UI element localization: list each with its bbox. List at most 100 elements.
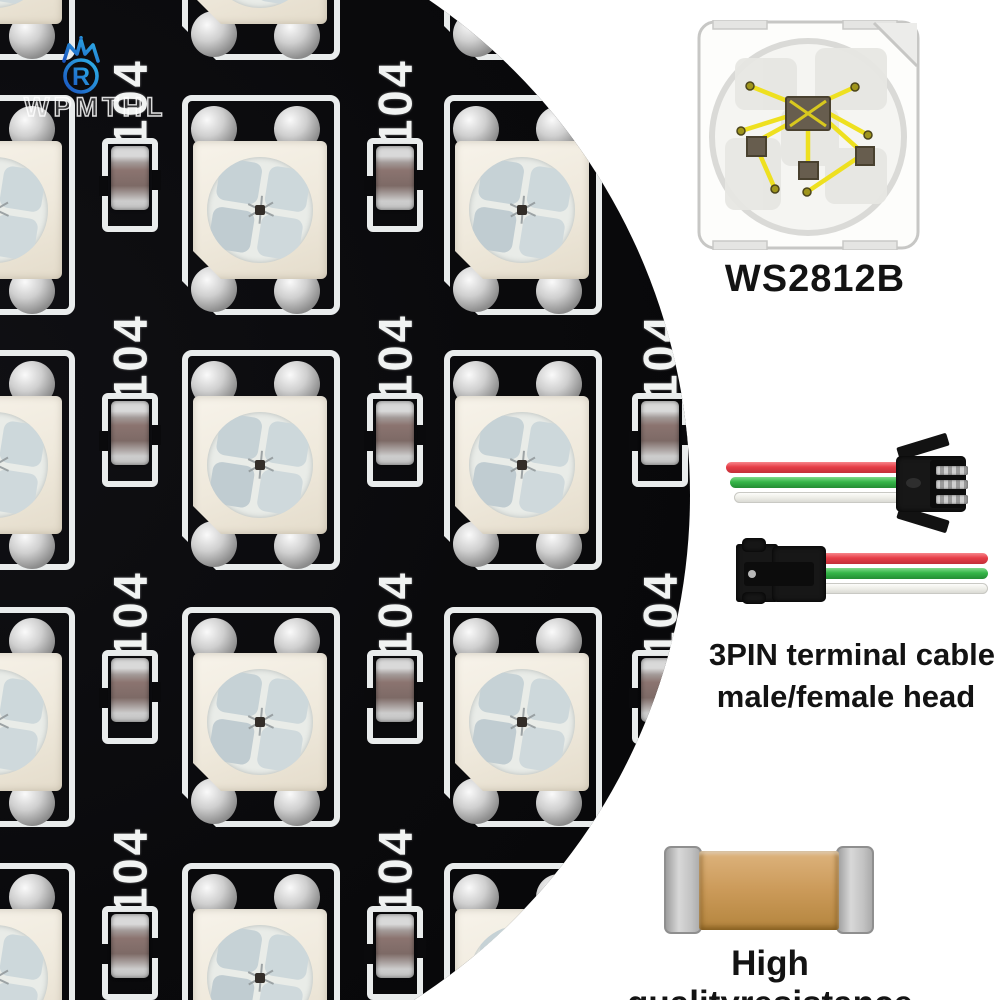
ws2812b-chip-drawing [697,19,920,251]
led-module [170,858,350,1000]
led-chip [255,205,265,215]
led-silkscreen-outline [444,350,602,570]
led-module [170,90,350,330]
led-lens [207,412,313,518]
led-silkscreen-outline [444,863,602,1000]
svg-text:R: R [72,63,90,91]
smd-capacitor [376,146,414,210]
cable-caption-line2: male/female head [716,679,976,714]
led-module [0,345,85,585]
smd-value-label: 104 [368,570,422,658]
connector-pin [936,495,968,504]
wire-green [818,568,988,579]
led-module [432,858,612,1000]
smd-resistor-cell: 104 [610,305,690,505]
led-lens [469,669,575,775]
led-chip [255,460,265,470]
connector-pin [936,466,968,475]
led-silkscreen-outline [444,95,602,315]
ws2812b-chip-figure [697,19,920,255]
pcb-layer: 1041041041041041041041041041041041041041… [0,0,690,1000]
cable-caption-line1: 3PIN terminal cable [708,637,995,672]
led-lens [469,0,575,8]
led-lens [207,0,313,8]
smd-value-label: 104 [633,58,687,146]
led-module [0,602,85,842]
led-chip [255,717,265,727]
led-chip [517,205,527,215]
smd-capacitor [111,146,149,210]
male-connector-detail [906,478,921,488]
smd-capacitor [376,914,414,978]
led-lens [0,0,48,8]
chip-label: WS2812B [724,258,906,300]
led-lens [469,157,575,263]
smd-resistor-cell: 104 [80,50,180,250]
wire-white [820,583,988,594]
led-silkscreen-outline [0,863,75,1000]
smd-capacitor [111,914,149,978]
smd-value-label: 104 [633,570,687,658]
smd-value-label: 104 [103,826,157,914]
led-module [170,345,350,585]
smd-value-label: 104 [103,570,157,658]
wire-red [815,553,988,564]
led-silkscreen-outline [182,607,340,827]
led-module [432,345,612,585]
smd-resistor-cell: 104 [345,305,445,505]
smd-value-label: 104 [368,826,422,914]
wire-white [734,492,902,503]
led-module [0,90,85,330]
led-chip [517,460,527,470]
smd-capacitor [641,146,679,210]
led-chip [517,973,527,983]
brand-logo-icon: R [62,36,100,94]
led-lens [207,925,313,1000]
smd-resistor-cell: 104 [345,818,445,1000]
wire-red [726,462,902,473]
smd-resistor-cell: 104 [80,818,180,1000]
smd-resistor-cell: 104 [610,50,690,250]
led-module [0,0,85,75]
pcb-photo-circle: 1041041041041041041041041041041041041041… [0,0,690,1000]
led-module [432,90,612,330]
smd-resistor-cell: 104 [345,50,445,250]
resistor-terminal-left [664,846,702,934]
led-silkscreen-outline [444,607,602,827]
smd-capacitor [111,401,149,465]
smd-capacitor [376,658,414,722]
latch-pin [748,570,756,578]
smd-value-label: 104 [103,313,157,401]
led-chip [517,717,527,727]
led-silkscreen-outline [182,350,340,570]
led-module [432,0,612,75]
resistor-caption: High qualityresistance [627,944,913,1000]
smd-resistor-cell: 104 [80,562,180,762]
led-module [170,0,350,75]
led-chip [255,973,265,983]
led-module [432,602,612,842]
watermark: R WPMTHL [22,34,262,130]
led-module [170,602,350,842]
female-connector-tab-top [742,538,766,552]
smd-value-label: 104 [368,313,422,401]
led-lens [469,412,575,518]
connector-pin [936,480,968,489]
smd-value-label: 104 [368,58,422,146]
smd-capacitor [641,401,679,465]
led-silkscreen-outline [182,863,340,1000]
wire-green [730,477,902,488]
led-lens [469,925,575,1000]
led-silkscreen-outline [182,95,340,315]
female-connector-tab-bottom [742,592,766,604]
smd-capacitor [641,658,679,722]
smd-resistor-cell: 104 [610,562,690,762]
smd-resistor-cell: 104 [610,818,690,1000]
smd-capacitor [111,658,149,722]
resistor-body [699,851,839,930]
led-lens [207,669,313,775]
resistor-terminal-right [836,846,874,934]
smd-capacitor [376,401,414,465]
smd-resistor-cell: 104 [80,305,180,505]
